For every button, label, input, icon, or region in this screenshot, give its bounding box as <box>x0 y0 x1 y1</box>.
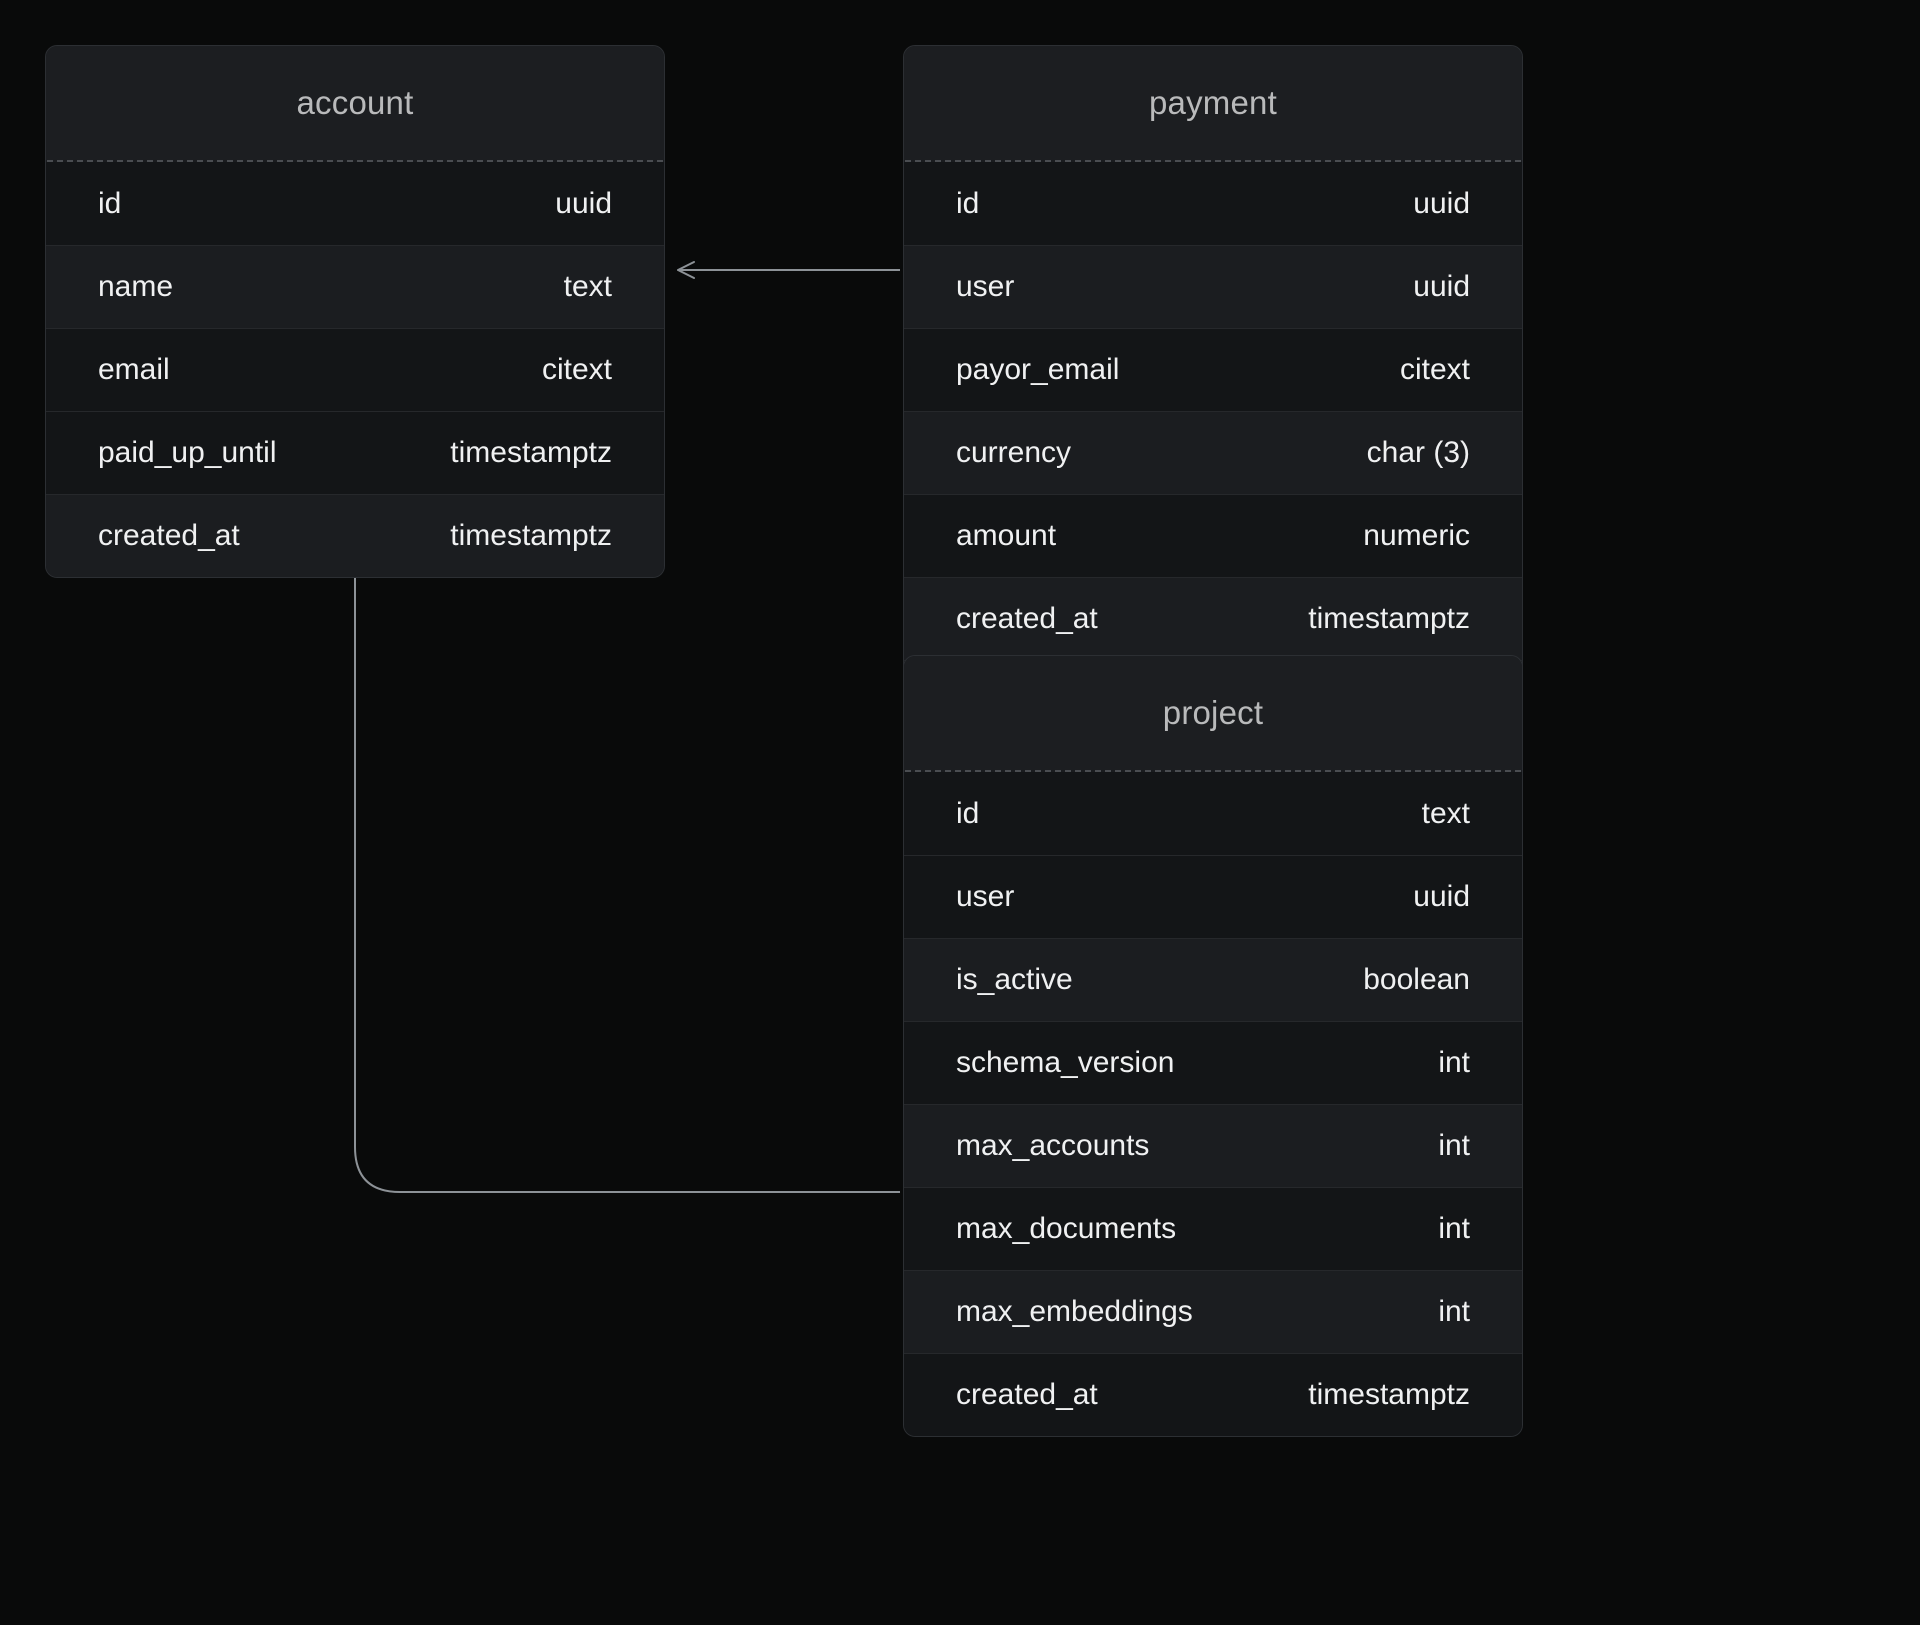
entity-header-divider-account <box>47 160 663 162</box>
entity-header-payment: payment <box>904 46 1522 160</box>
table-row[interactable]: created_at timestamptz <box>46 494 664 577</box>
table-row[interactable]: id text <box>904 772 1522 855</box>
entity-header-account: account <box>46 46 664 160</box>
field-type: char (3) <box>1366 436 1470 469</box>
relationship-project-to-account <box>345 483 900 1193</box>
entity-fields-project: id text user uuid is_active boolean sche… <box>904 772 1522 1436</box>
field-name: user <box>956 880 1015 913</box>
field-type: boolean <box>1363 963 1470 996</box>
field-type: citext <box>1399 353 1470 386</box>
table-row[interactable]: schema_version int <box>904 1021 1522 1104</box>
field-name: payor_email <box>956 353 1120 386</box>
table-row[interactable]: max_embeddings int <box>904 1270 1522 1353</box>
table-row[interactable]: currency char (3) <box>904 411 1522 494</box>
field-type: timestamptz <box>450 436 612 469</box>
field-type: timestamptz <box>450 519 612 552</box>
field-name: currency <box>956 436 1072 469</box>
entity-fields-account: id uuid name text email citext paid_up_u… <box>46 162 664 577</box>
field-name: created_at <box>956 1378 1098 1411</box>
table-row[interactable]: amount numeric <box>904 494 1522 577</box>
field-name: created_at <box>956 602 1098 635</box>
table-row[interactable]: paid_up_until timestamptz <box>46 411 664 494</box>
table-row[interactable]: created_at timestamptz <box>904 577 1522 660</box>
arrowhead-payment-account <box>677 261 695 279</box>
entity-header-project: project <box>904 656 1522 770</box>
entity-title-account: account <box>296 84 414 121</box>
field-name: id <box>98 186 122 220</box>
field-type: timestamptz <box>1308 1378 1470 1411</box>
table-row[interactable]: user uuid <box>904 855 1522 938</box>
field-name: max_accounts <box>956 1129 1150 1162</box>
field-name: is_active <box>956 963 1073 996</box>
field-name: schema_version <box>956 1046 1175 1079</box>
field-name: created_at <box>98 519 240 552</box>
field-name: amount <box>956 519 1057 552</box>
relationship-payment-to-account <box>677 261 900 279</box>
table-row[interactable]: email citext <box>46 328 664 411</box>
field-name: max_embeddings <box>956 1295 1193 1328</box>
field-name: email <box>98 353 170 386</box>
field-type: int <box>1438 1295 1470 1328</box>
table-row[interactable]: max_documents int <box>904 1187 1522 1270</box>
field-type: citext <box>541 353 612 386</box>
entity-header-divider-payment <box>905 160 1521 162</box>
field-type: int <box>1438 1046 1470 1079</box>
field-type: text <box>563 270 612 303</box>
field-type: numeric <box>1363 519 1470 552</box>
entity-table-project[interactable]: project id text user uuid is_active bool… <box>903 655 1523 1437</box>
table-row[interactable]: is_active boolean <box>904 938 1522 1021</box>
field-type: timestamptz <box>1308 602 1470 635</box>
field-type: int <box>1438 1129 1470 1162</box>
entity-header-divider-project <box>905 770 1521 772</box>
field-name: max_documents <box>956 1212 1177 1245</box>
table-row[interactable]: name text <box>46 245 664 328</box>
table-row[interactable]: user uuid <box>904 245 1522 328</box>
field-type: uuid <box>555 186 612 220</box>
entity-table-payment[interactable]: payment id uuid user uuid payor_email ci… <box>903 45 1523 744</box>
field-type: int <box>1438 1212 1470 1245</box>
field-name: paid_up_until <box>98 436 277 469</box>
entity-title-project: project <box>1162 694 1264 731</box>
table-row[interactable]: payor_email citext <box>904 328 1522 411</box>
entity-title-payment: payment <box>1149 84 1277 121</box>
table-row[interactable]: created_at timestamptz <box>904 1353 1522 1436</box>
table-row[interactable]: id uuid <box>46 162 664 245</box>
field-name: id <box>956 186 980 220</box>
field-name: name <box>98 270 174 303</box>
field-name: user <box>956 270 1015 303</box>
connector-line-project-account <box>354 492 900 1193</box>
field-type: uuid <box>1413 880 1470 913</box>
field-name: id <box>956 796 980 830</box>
table-row[interactable]: max_accounts int <box>904 1104 1522 1187</box>
entity-table-account[interactable]: account id uuid name text email citext p… <box>45 45 665 578</box>
table-row[interactable]: id uuid <box>904 162 1522 245</box>
field-type: uuid <box>1413 270 1470 303</box>
field-type: uuid <box>1413 186 1470 220</box>
field-type: text <box>1421 796 1470 830</box>
